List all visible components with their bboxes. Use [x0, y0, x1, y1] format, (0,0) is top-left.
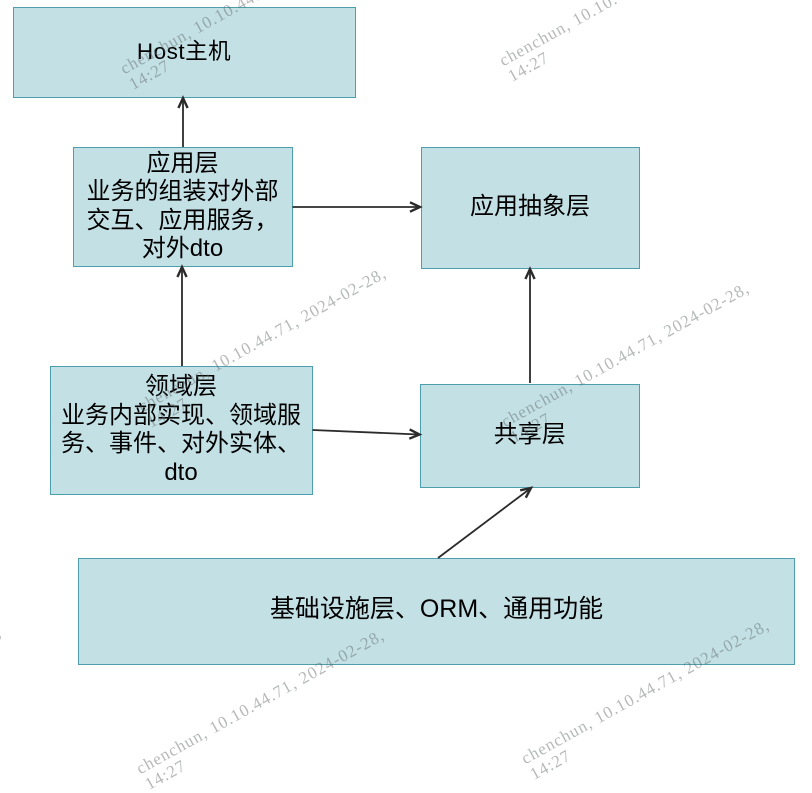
box-domain-layer[interactable]: 领域层 业务内部实现、领域服 务、事件、对外实体、 dto [49, 366, 313, 495]
box-application-layer[interactable]: 应用层 业务的组装对外部 交互、应用服务， 对外dto [72, 147, 293, 267]
arrow-application-to-app-abstraction [292, 201, 423, 213]
box-app-abstraction-label: 应用抽象层 [470, 193, 590, 221]
arrowhead [177, 95, 189, 109]
architecture-diagram: Host主机 应用层 业务的组装对外部 交互、应用服务， 对外dto 应用抽象层… [0, 0, 795, 793]
watermark: chenchun, 10.10.44.71, 2024-02-28, 14:27 [496, 0, 759, 86]
watermark-line2: 14:27 [504, 47, 552, 86]
watermark: chenchun, 10.10.44.71, 2024-02-28, 14:27 [0, 622, 13, 790]
arrow-domain-to-application [176, 264, 188, 366]
arrow-shaft [437, 487, 531, 559]
box-host[interactable]: Host主机 [12, 6, 356, 98]
box-application-line: 业务的组装对外部 [86, 178, 279, 206]
arrow-shaft [312, 429, 419, 436]
box-domain-line: 务、事件、对外实体、 [61, 430, 301, 458]
box-application-line: 对外dto [141, 235, 224, 263]
box-shared-label: 共享层 [493, 421, 566, 449]
arrowhead [519, 486, 534, 499]
arrow-infrastructure-to-shared [437, 486, 534, 559]
box-infrastructure-layer[interactable]: 基础设施层、ORM、通用功能 [78, 558, 795, 665]
box-infrastructure-label: 基础设施层、ORM、通用功能 [269, 594, 604, 623]
arrowhead [408, 428, 423, 440]
arrow-shared-to-app-abstraction [524, 266, 536, 383]
watermark-line2: 14:27 [0, 639, 13, 790]
arrowhead [409, 201, 423, 213]
box-host-label: Host主机 [136, 38, 232, 64]
box-shared-layer[interactable]: 共享层 [420, 383, 640, 488]
arrowhead [176, 264, 188, 278]
box-app-abstraction-layer[interactable]: 应用抽象层 [420, 147, 640, 269]
watermark-line1: chenchun, 10.10.44.71, 2024-02-28, [496, 0, 751, 70]
box-domain-line: dto [164, 458, 198, 486]
watermark-line1: chenchun, 10.10.44.71, 2024-02-28, [0, 622, 5, 775]
arrow-domain-to-shared [312, 428, 423, 440]
arrow-application-to-host [177, 95, 189, 147]
box-application-line: 交互、应用服务， [86, 206, 279, 234]
box-domain-line: 领域层 [145, 373, 217, 401]
box-application-line: 应用层 [146, 149, 219, 177]
arrowhead [524, 266, 536, 280]
box-domain-line: 业务内部实现、领域服 [61, 401, 301, 429]
